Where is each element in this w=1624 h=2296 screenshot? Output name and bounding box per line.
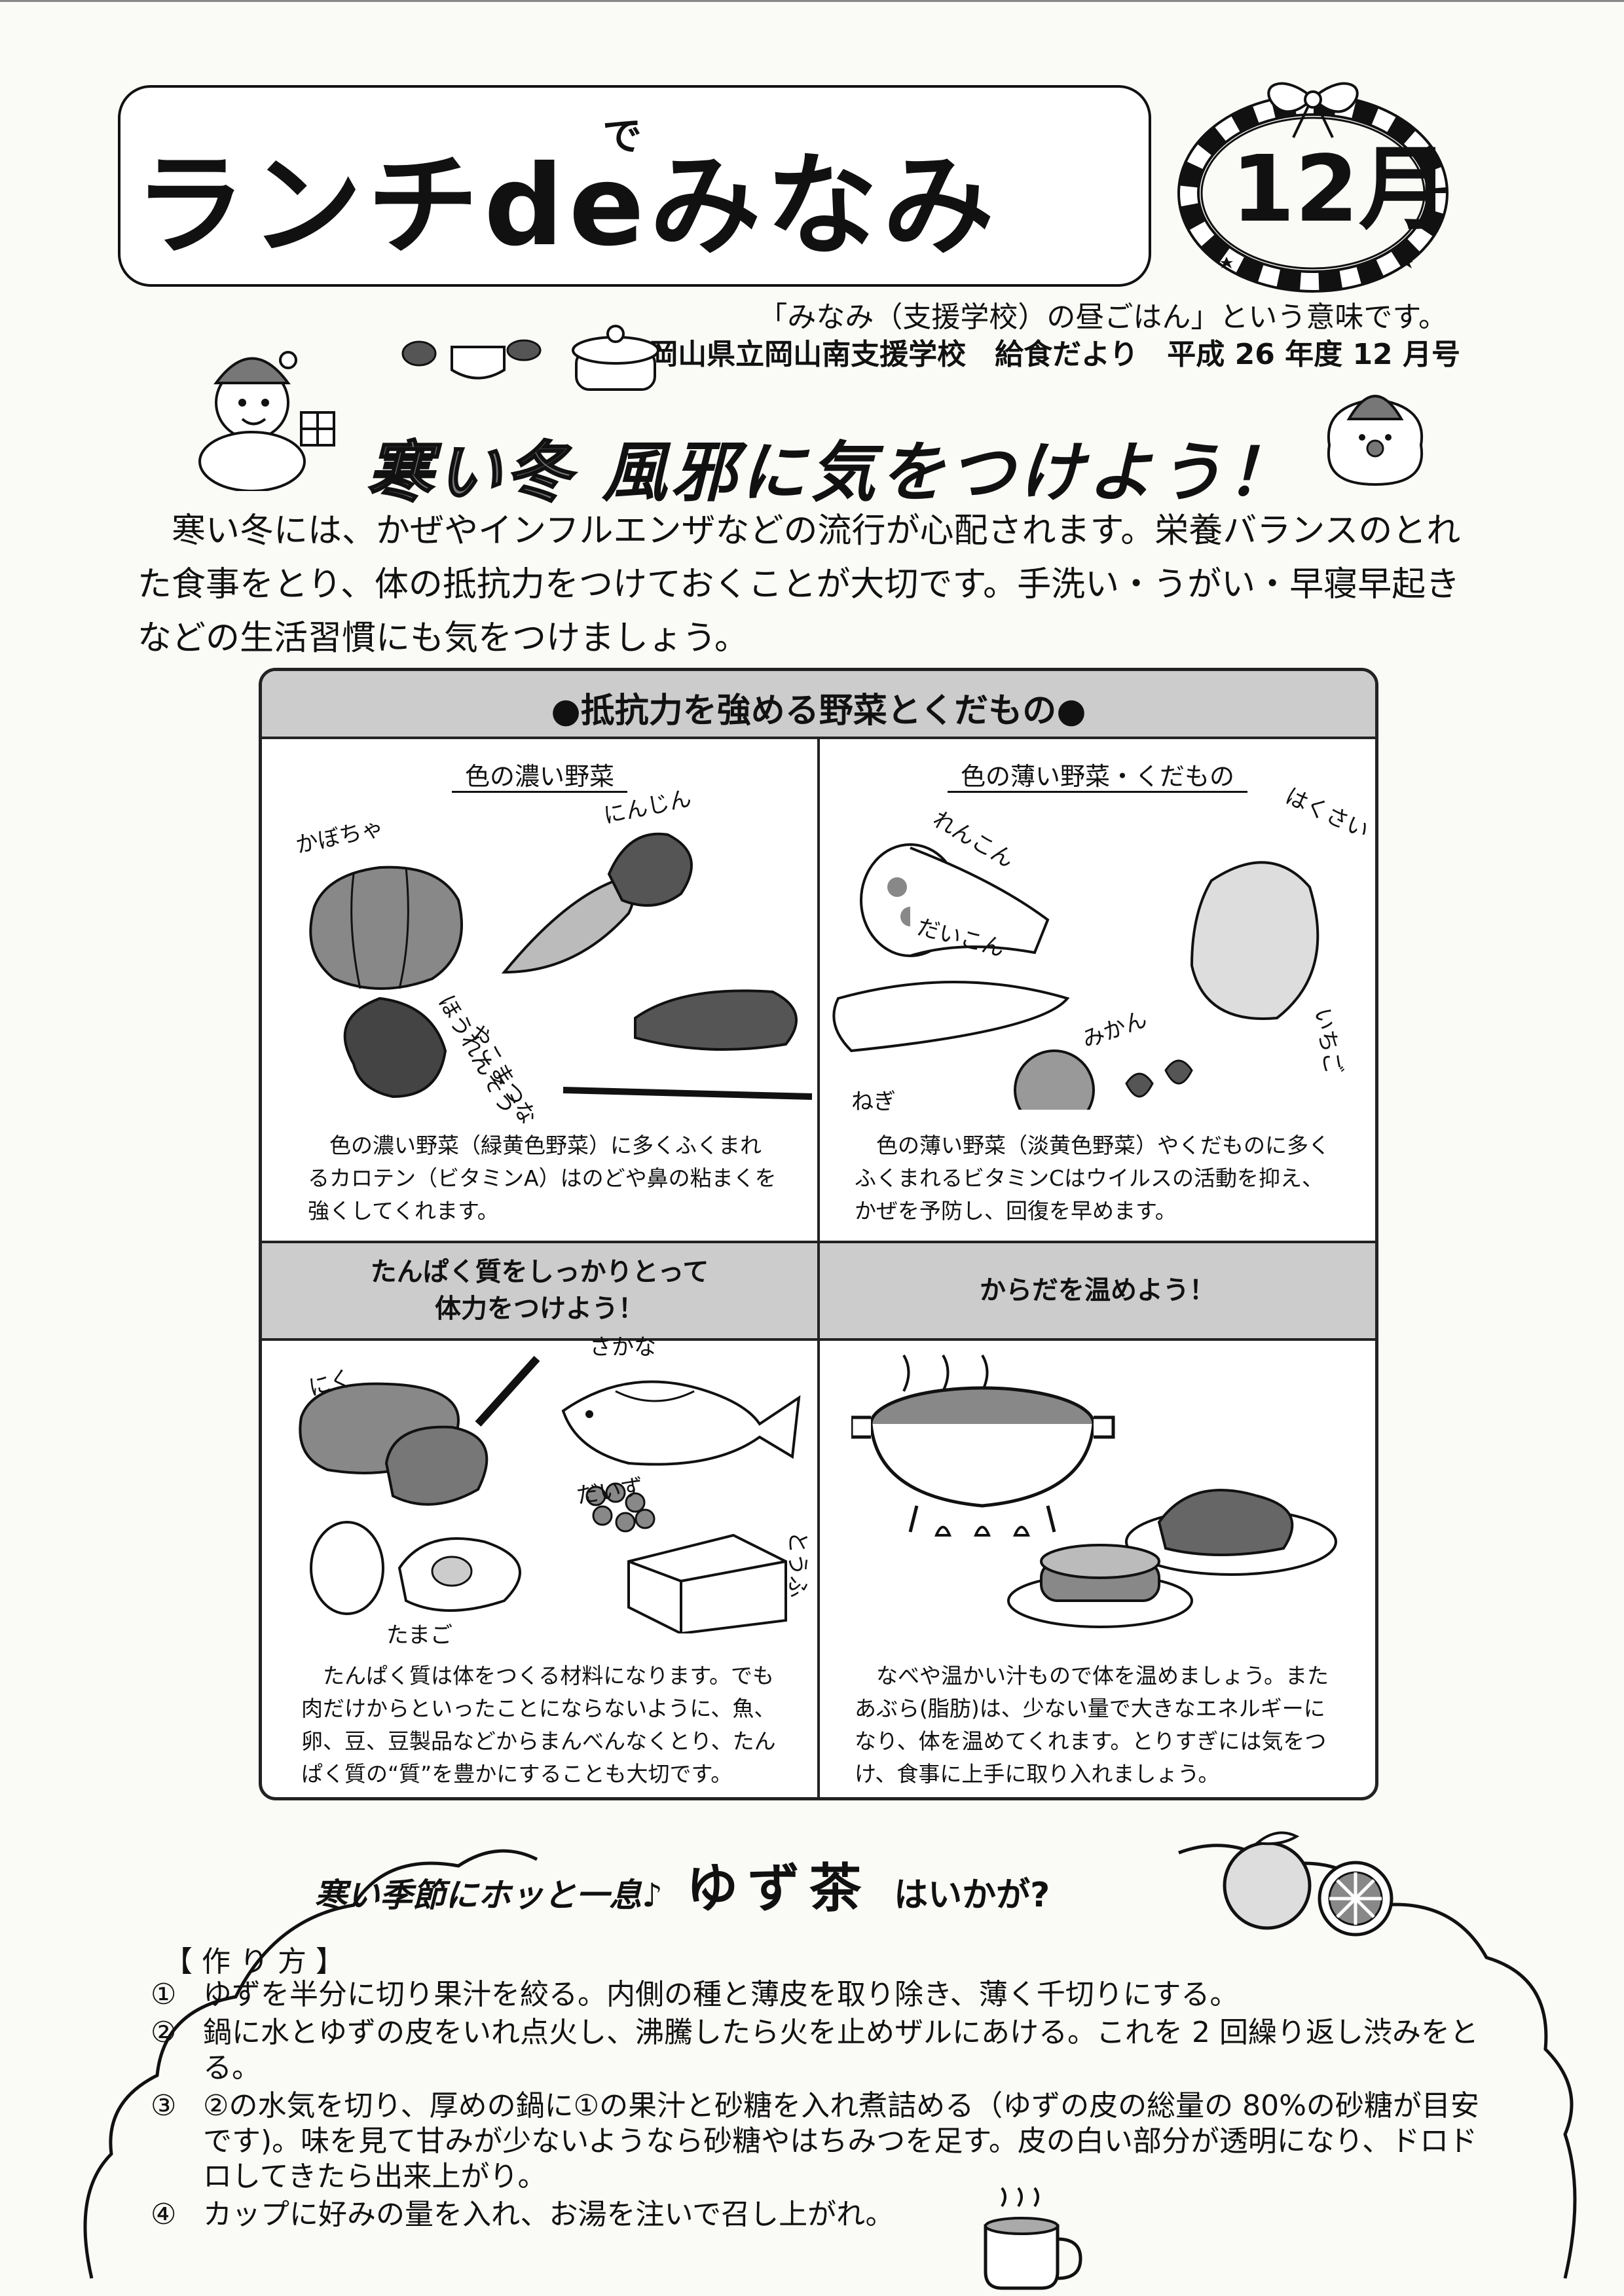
protein-heading-line1: たんぱく質をしっかりとって [370, 1257, 709, 1287]
recipe-step: ④ カップに好みの量を入れ、お湯を注いで召し上がれ。 [151, 2197, 1480, 2232]
protein-text: たんぱく質は体をつくる材料になります。でも肉だけからといったことにならないように… [301, 1663, 776, 1787]
title-ruby: で [602, 114, 642, 160]
recipe-step: ① ゆずを半分に切り果汁を絞る。内側の種と薄皮を取り除き、薄く千切りにする。 [151, 1977, 1480, 2013]
panel-vertical-divider [817, 737, 820, 1797]
step-number: ③ [151, 2089, 177, 2123]
dark-veg-heading: 色の濃い野菜 [262, 756, 817, 793]
intro-paragraph: 寒い冬には、かぜやインフルエンザなどの流行が心配されます。栄養バランスのとれた食… [138, 511, 1461, 658]
protein-heading-band [262, 1243, 817, 1341]
step-text: ②の水気を切り、厚めの鍋に①の果汁と砂糖を入れ煮詰める（ゆずの皮の総量の 80%… [203, 2089, 1479, 2193]
month-label: 12月 [1231, 136, 1450, 243]
recipe-step: ③ ②の水気を切り、厚めの鍋に①の果汁と砂糖を入れ煮詰める（ゆずの皮の総量の 8… [151, 2088, 1480, 2195]
yuzu-title: 寒い季節にホッと一息♪ ゆず茶 はいかが? [314, 1846, 1050, 1922]
yuzu-title-a: 寒い季節にホッと一息♪ [314, 1876, 663, 1914]
label-leek: ねぎ [851, 1089, 896, 1115]
warm-heading-band [820, 1243, 1375, 1341]
dark-vegetables-illustration [309, 832, 812, 1100]
yuzu-title-b: ゆず茶 [686, 1857, 871, 1919]
publisher-line: 岡山県立岡山南支援学校 給食だより 平成 26 年度 12 月号 [649, 338, 1460, 371]
yuzu-title-c: はいかが? [894, 1876, 1050, 1915]
title-box [118, 85, 1151, 287]
warm-text: なべや温かい汁もので体を温めましょう。またあぶら(脂肪)は、少ない量で大きなエネ… [855, 1663, 1329, 1787]
step-number: ② [151, 2016, 177, 2049]
heading-catch-cold: 風邪に気をつけよう！ [601, 434, 1296, 511]
cup-icon [984, 2187, 1082, 2290]
panel-horizontal-divider [262, 1241, 1375, 1243]
recipe-step: ② 鍋に水とゆずの皮をいれ点火し、沸騰したら火を止めザルにあける。これを 2 回… [151, 2015, 1480, 2086]
step-text: 鍋に水とゆずの皮をいれ点火し、沸騰したら火を止めザルにあける。これを 2 回繰り… [203, 2016, 1479, 2085]
yuzu-fruit-icon [1223, 1831, 1393, 1937]
protein-heading-line2: 体力をつけよう！ [435, 1294, 644, 1324]
label-egg: たまご [386, 1622, 452, 1649]
dark-veg-text: 色の濃い野菜（緑黄色野菜）に多くふくまれるカロテン（ビタミンA）はのどや鼻の粘ま… [308, 1133, 777, 1224]
snowman-icon [198, 351, 335, 491]
label-tofu: とうふ [784, 1531, 811, 1598]
dark-veg-heading-text: 色の濃い野菜 [451, 762, 627, 793]
light-vegetables-illustration [832, 843, 1320, 1110]
heading-cold-winter: 寒い冬 [366, 433, 575, 512]
article-heading: 寒い冬 風邪に気をつけよう！ [366, 419, 1296, 514]
food-doodles-icon [401, 325, 659, 391]
title-meaning: 「みなみ（支援学校）の昼ごはん」という意味です。 [758, 301, 1447, 334]
recipe-steps: ① ゆずを半分に切り果汁を絞る。内側の種と薄皮を取り除き、薄く千切りにする。 ②… [151, 1977, 1480, 2235]
light-veg-heading: 色の薄い野菜・くだもの [820, 756, 1375, 793]
step-number: ① [151, 1978, 177, 2011]
top-rule [0, 0, 1624, 2]
wreath-icon [1177, 82, 1449, 293]
method-label: 【 作 り 方 】 [164, 1945, 344, 1978]
step-text: ゆずを半分に切り果汁を絞る。内側の種と薄皮を取り除き、薄く千切りにする。 [203, 1978, 1239, 2011]
warm-foods-illustration [851, 1354, 1337, 1628]
light-veg-text: 色の薄い野菜（淡黄色野菜）やくだものに多くふくまれるビタミンCはウイルスの活動を… [855, 1133, 1330, 1224]
panel-title: ●抵抗力を強める野菜とくだもの● [551, 691, 1086, 731]
nutrition-panel: ●抵抗力を強める野菜とくだもの● 色の濃い野菜 かぼちゃ にんじん ほうれんそう… [259, 668, 1378, 1800]
step-number: ④ [151, 2198, 177, 2231]
santa-icon [1327, 395, 1424, 486]
protein-heading: たんぱく質をしっかりとって 体力をつけよう！ [262, 1254, 817, 1327]
label-fish: さかな [589, 1334, 656, 1360]
newsletter-title: ランチdeみなみ [134, 141, 999, 271]
step-text: カップに好みの量を入れ、お湯を注いで召し上がれ。 [203, 2198, 895, 2231]
protein-foods-illustration [299, 1355, 801, 1633]
warm-heading: からだを温めよう！ [980, 1275, 1215, 1305]
light-veg-heading-text: 色の薄い野菜・くだもの [947, 762, 1247, 793]
